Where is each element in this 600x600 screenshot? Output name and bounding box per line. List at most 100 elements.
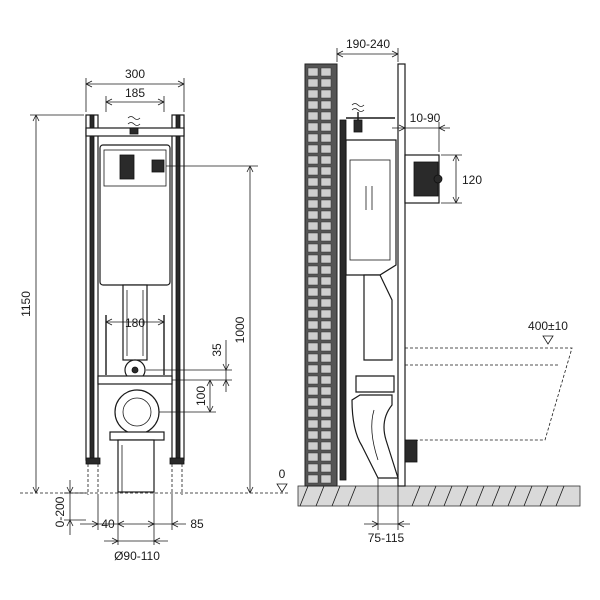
dim-arrows xyxy=(66,486,74,527)
wall-tile xyxy=(307,155,319,165)
wall-tile xyxy=(320,122,332,132)
wall-tile xyxy=(307,430,319,440)
waste-outlet xyxy=(114,389,160,435)
dim-label-diameter: Ø90-110 xyxy=(114,549,160,563)
wall-tile xyxy=(307,474,319,484)
wall-tile xyxy=(307,100,319,110)
wall-tile xyxy=(320,397,332,407)
wall-tile xyxy=(307,78,319,88)
inlet-connection xyxy=(346,112,395,125)
flush-button-knob xyxy=(433,174,443,184)
wall-tile xyxy=(307,133,319,143)
dim-label-35: 35 xyxy=(210,343,224,357)
wall-tile xyxy=(320,67,332,77)
wall-tile xyxy=(320,375,332,385)
dim-arrows xyxy=(336,50,399,58)
foot-left xyxy=(85,457,101,465)
waste-bend xyxy=(351,394,399,479)
wall-tile xyxy=(320,111,332,121)
wall-tile xyxy=(307,342,319,352)
front-view: 300 185 1150 1000 180 35 100 xyxy=(19,67,290,563)
wall-tile xyxy=(320,188,332,198)
dim-arrows xyxy=(222,363,230,387)
frame-cross-bar xyxy=(97,375,173,385)
side-valve xyxy=(353,119,363,133)
side-bracket xyxy=(355,375,395,393)
wall-tile xyxy=(320,364,332,374)
wall-tile xyxy=(307,188,319,198)
wall-tile xyxy=(307,375,319,385)
wall-tile xyxy=(320,474,332,484)
dim-label-120: 120 xyxy=(462,173,482,187)
wall-tile xyxy=(320,232,332,242)
flush-outlet-center xyxy=(131,366,139,374)
side-water-inlet-icon xyxy=(351,103,365,112)
wall-tile xyxy=(320,243,332,253)
inlet-valve xyxy=(129,127,139,135)
cistern-valve xyxy=(119,154,135,180)
dim-label-1150: 1150 xyxy=(19,291,33,317)
dim-label-1000: 1000 xyxy=(233,316,247,343)
bowl-bolt xyxy=(404,439,418,463)
toilet-bowl-outline xyxy=(404,347,573,443)
dim-arrows xyxy=(105,318,165,326)
wall-tile xyxy=(320,199,332,209)
wall-tile xyxy=(320,309,332,319)
dim-label-190-240: 190-240 xyxy=(346,37,390,51)
wall-tile xyxy=(320,133,332,143)
wall-tile xyxy=(320,221,332,231)
cistern-side xyxy=(345,139,397,276)
wall-tile xyxy=(307,210,319,220)
wall-tile xyxy=(320,155,332,165)
wall-tile xyxy=(320,408,332,418)
frame-side-upright xyxy=(339,119,347,481)
wall-tile xyxy=(320,276,332,286)
wall-tile xyxy=(307,364,319,374)
dim-label-40: 40 xyxy=(101,517,115,531)
wall-tile xyxy=(320,463,332,473)
dim-arrows xyxy=(105,98,165,106)
wall-tile xyxy=(320,441,332,451)
dim-label-10-90: 10-90 xyxy=(410,111,441,125)
wall-tile xyxy=(320,78,332,88)
wall-tile xyxy=(307,232,319,242)
wall-tile xyxy=(307,309,319,319)
level-marker-bowl xyxy=(542,335,554,345)
wall-tile xyxy=(307,89,319,99)
dim-arrows xyxy=(91,520,125,528)
floor-slab xyxy=(297,485,581,507)
wall-tile xyxy=(320,320,332,330)
dim-label-floor-zero: 0 xyxy=(279,467,286,481)
wall-tile xyxy=(320,452,332,462)
wall-tile xyxy=(307,243,319,253)
dim-label-100: 100 xyxy=(194,386,208,406)
waste-outlet-inner xyxy=(122,397,152,427)
wall-tile xyxy=(307,144,319,154)
dim-arrows xyxy=(206,379,214,413)
frame-right-inner xyxy=(175,114,181,461)
wall-tile xyxy=(320,298,332,308)
wall-tile xyxy=(307,122,319,132)
wall-tile xyxy=(320,254,332,264)
cistern-service-opening xyxy=(103,149,167,187)
wall-tile xyxy=(307,320,319,330)
wall-tile xyxy=(307,386,319,396)
wall-tile xyxy=(307,298,319,308)
wall-tile xyxy=(320,89,332,99)
dim-arrows xyxy=(32,114,40,494)
dim-arrows xyxy=(85,80,185,88)
wall-tile xyxy=(307,397,319,407)
dim-label-0-200: 0-200 xyxy=(53,496,67,527)
wall-tile xyxy=(307,287,319,297)
dim-arrows xyxy=(111,537,161,545)
dim-label-85: 85 xyxy=(190,517,204,531)
wall-tile xyxy=(307,199,319,209)
dim-arrows xyxy=(147,520,179,528)
dim-label-400: 400±10 xyxy=(528,319,568,333)
wall-tile xyxy=(320,342,332,352)
wall-tile xyxy=(320,144,332,154)
wall-tile xyxy=(307,452,319,462)
waste-bend-inner xyxy=(371,409,379,461)
